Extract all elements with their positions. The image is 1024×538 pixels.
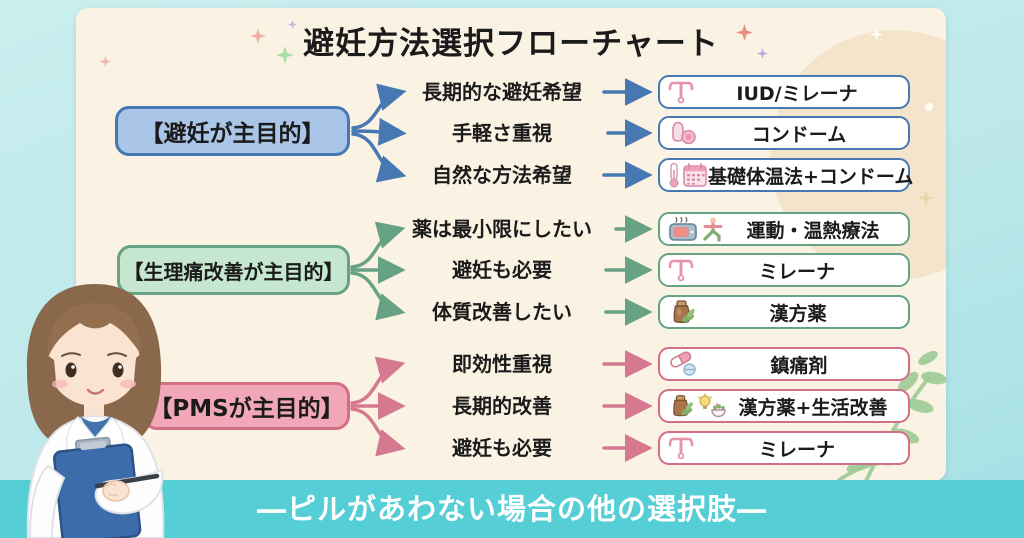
result-label: 漢方薬+生活改善 bbox=[738, 396, 888, 419]
condition-label: 手軽さ重視 bbox=[452, 121, 552, 145]
result-box: 鎮痛剤 bbox=[658, 347, 910, 381]
condition-label: 即効性重視 bbox=[452, 352, 552, 376]
condition-label: 薬は最小限にしたい bbox=[412, 217, 592, 241]
condom-icon bbox=[672, 121, 696, 145]
result-box: IUD/ミレーナ bbox=[658, 75, 910, 109]
result-box: 基礎体温法+コンドーム bbox=[658, 158, 914, 192]
doctor-illustration bbox=[26, 284, 165, 538]
result-box: ミレーナ bbox=[658, 253, 910, 287]
herbal-jar-icon bbox=[673, 395, 693, 417]
page-title: 避妊方法選択フローチャート bbox=[303, 26, 719, 62]
category-box-contraception: 【避妊が主目的】 bbox=[115, 106, 350, 156]
result-label: コンドーム bbox=[751, 123, 847, 146]
result-box: ミレーナ bbox=[658, 431, 910, 465]
iud-icon bbox=[668, 259, 694, 282]
dot-decoration bbox=[925, 103, 933, 111]
result-label: 漢方薬 bbox=[769, 302, 827, 325]
category-box-period-pain: 【生理痛改善が主目的】 bbox=[117, 245, 350, 295]
footer-text: ―ピルがあわない場合の他の選択肢― bbox=[256, 492, 767, 526]
result-box: 漢方薬 bbox=[658, 295, 910, 329]
condition-label: 長期的改善 bbox=[452, 394, 552, 418]
calendar-icon bbox=[683, 163, 707, 187]
category-label: 【PMSが主目的】 bbox=[149, 396, 344, 422]
herbal-jar-icon bbox=[673, 300, 695, 324]
result-label: 鎮痛剤 bbox=[770, 354, 828, 377]
result-label: 基礎体温法+コンドーム bbox=[708, 165, 914, 188]
result-box: コンドーム bbox=[658, 116, 910, 150]
condition-label: 長期的な避妊希望 bbox=[422, 80, 582, 104]
iud-icon bbox=[668, 81, 694, 104]
iud-icon bbox=[668, 437, 694, 460]
condition-label: 避妊も必要 bbox=[452, 258, 552, 282]
lifestyle-icon bbox=[697, 393, 726, 418]
result-label: 運動・温熱療法 bbox=[746, 219, 880, 242]
yoga-icon bbox=[703, 217, 723, 242]
pills-icon bbox=[670, 351, 696, 376]
heating-pad-icon bbox=[669, 216, 697, 241]
condition-label: 体質改善したい bbox=[432, 300, 572, 324]
sparkle-icon bbox=[757, 48, 768, 59]
footer-banner: ―ピルがあわない場合の他の選択肢― bbox=[0, 480, 1024, 538]
condition-label: 自然な方法希望 bbox=[432, 163, 572, 187]
sparkle-icon bbox=[288, 20, 297, 29]
result-label: ミレーナ bbox=[758, 260, 835, 283]
category-box-pms: 【PMSが主目的】 bbox=[143, 382, 350, 430]
category-label: 【避妊が主目的】 bbox=[140, 121, 325, 147]
result-box: 運動・温熱療法 bbox=[658, 212, 910, 246]
category-label: 【生理痛改善が主目的】 bbox=[123, 259, 344, 284]
thermometer-icon bbox=[669, 162, 679, 188]
sparkle-icon bbox=[100, 56, 111, 67]
result-label: IUD/ミレーナ bbox=[736, 82, 858, 105]
result-box: 漢方薬+生活改善 bbox=[658, 389, 910, 423]
result-label: ミレーナ bbox=[758, 438, 835, 461]
condition-label: 避妊も必要 bbox=[452, 436, 552, 460]
